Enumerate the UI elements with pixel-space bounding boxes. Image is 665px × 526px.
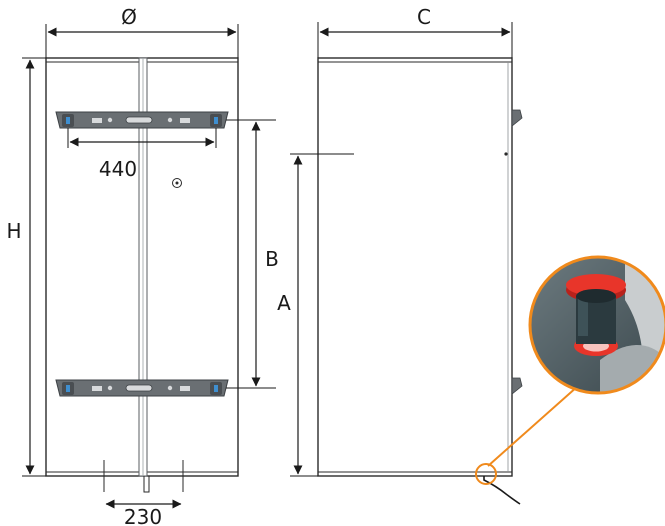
side-outlet-pipe [483, 476, 521, 505]
pipe-height-label: A [277, 291, 291, 315]
pipe-spacing-label: 230 [124, 505, 162, 526]
diameter-label: Ø [121, 5, 137, 29]
inset-leader-line [487, 385, 579, 467]
side-bracket-upper [511, 109, 523, 127]
mounting-bracket-upper [55, 111, 229, 129]
inset-source-ring [475, 463, 497, 485]
front-view [45, 57, 239, 493]
depth-label: C [417, 5, 431, 29]
front-dimensions: Ø H 440 B 230 [6, 5, 278, 526]
valve-knob-icon [172, 178, 182, 188]
side-bracket-lower [511, 377, 523, 395]
drain-plug-closeup-icon [475, 255, 665, 485]
side-view [317, 57, 523, 505]
side-marker-dot [504, 152, 508, 156]
bracket-width-label: 440 [99, 157, 137, 181]
inset-frame-ring [528, 255, 665, 395]
mounting-bracket-lower [55, 379, 229, 397]
tank-side-body [317, 57, 513, 477]
height-label: H [6, 219, 21, 243]
drain-stub [143, 476, 150, 493]
bracket-spacing-label: B [265, 247, 279, 271]
side-dimensions: C A [277, 5, 513, 477]
